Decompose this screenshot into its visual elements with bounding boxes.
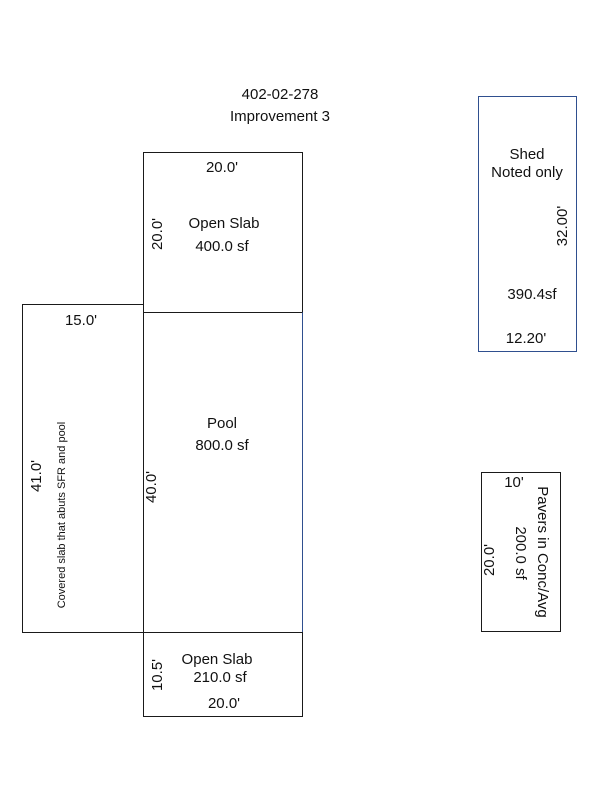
shed-name: Shed xyxy=(509,146,545,163)
shed-note: Noted only xyxy=(491,164,563,181)
covered-slab-label: Covered slab that abuts SFR and pool xyxy=(56,421,68,609)
open-slab-bottom-height: 10.5' xyxy=(149,658,166,692)
shed-area xyxy=(478,96,577,352)
pool-height: 40.0' xyxy=(143,470,160,504)
covered-slab-height: 41.0' xyxy=(28,459,45,493)
pavers-width: 10' xyxy=(504,474,524,491)
diagram-title: Improvement 3 xyxy=(229,108,331,125)
open-slab-top-name: Open Slab xyxy=(188,215,260,232)
pavers-area xyxy=(481,472,561,632)
shed-width: 12.20' xyxy=(505,330,547,347)
open-slab-bottom-name: Open Slab xyxy=(181,651,253,668)
shed-height: 32.00' xyxy=(554,205,571,247)
open-slab-top-width: 20.0' xyxy=(205,159,239,176)
pavers-name: Pavers in Conc/Avg xyxy=(534,486,551,618)
open-slab-top-area-label: 400.0 sf xyxy=(195,238,249,255)
open-slab-bottom-width: 20.0' xyxy=(207,695,241,712)
open-slab-bottom-area xyxy=(143,632,303,717)
shed-area-label: 390.4sf xyxy=(507,286,557,303)
pool-area xyxy=(143,312,303,633)
open-slab-bottom-area-label: 210.0 sf xyxy=(193,669,247,686)
covered-slab-width: 15.0' xyxy=(64,312,98,329)
pool-name: Pool xyxy=(206,415,238,432)
pool-area-label: 800.0 sf xyxy=(195,437,249,454)
open-slab-top-height: 20.0' xyxy=(149,217,166,251)
pavers-area-label: 200.0 sf xyxy=(512,526,529,580)
pavers-height: 20.0' xyxy=(481,543,498,577)
covered-slab-area xyxy=(22,304,144,633)
parcel-number: 402-02-278 xyxy=(241,86,319,103)
